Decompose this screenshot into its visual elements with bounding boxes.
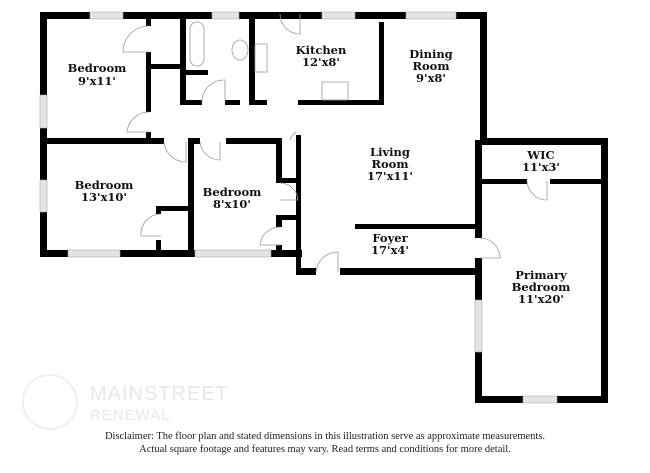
svg-text:13'x10': 13'x10'	[81, 190, 127, 204]
svg-text:Bedroom: Bedroom	[75, 178, 134, 192]
svg-text:Kitchen: Kitchen	[296, 43, 347, 57]
doors	[122, 13, 548, 273]
svg-text:Room: Room	[371, 157, 408, 171]
svg-text:11'x3': 11'x3'	[522, 160, 560, 174]
disclaimer: Disclaimer: The floor plan and stated di…	[0, 430, 650, 456]
svg-text:17'x4': 17'x4'	[371, 243, 409, 257]
svg-text:Foyer: Foyer	[372, 231, 408, 245]
svg-text:9'x11': 9'x11'	[78, 74, 116, 88]
svg-text:Room: Room	[412, 59, 449, 73]
svg-text:Living: Living	[370, 145, 410, 159]
disclaimer-line-1: Disclaimer: The floor plan and stated di…	[104, 431, 546, 442]
svg-text:12'x8': 12'x8'	[302, 55, 340, 69]
watermark-logo: MAINSTREET RENEWAL	[22, 374, 229, 430]
disclaimer-line-2: Actual square footage and features may v…	[139, 444, 511, 455]
walls	[40, 12, 608, 403]
watermark-brand: MAINSTREET	[90, 383, 229, 405]
svg-text:11'x20': 11'x20'	[518, 292, 564, 306]
svg-text:WIC: WIC	[526, 148, 554, 162]
svg-text:Dining: Dining	[409, 47, 452, 61]
windows	[39, 11, 558, 404]
svg-text:8'x10': 8'x10'	[213, 197, 251, 211]
svg-text:Bedroom: Bedroom	[68, 61, 127, 75]
watermark-sub: RENEWAL	[90, 407, 171, 424]
svg-text:Bedroom: Bedroom	[512, 280, 571, 294]
svg-text:9'x8': 9'x8'	[416, 71, 446, 85]
svg-text:Bedroom: Bedroom	[203, 185, 262, 199]
svg-text:Primary: Primary	[515, 268, 567, 282]
svg-text:17'x11': 17'x11'	[367, 169, 413, 183]
